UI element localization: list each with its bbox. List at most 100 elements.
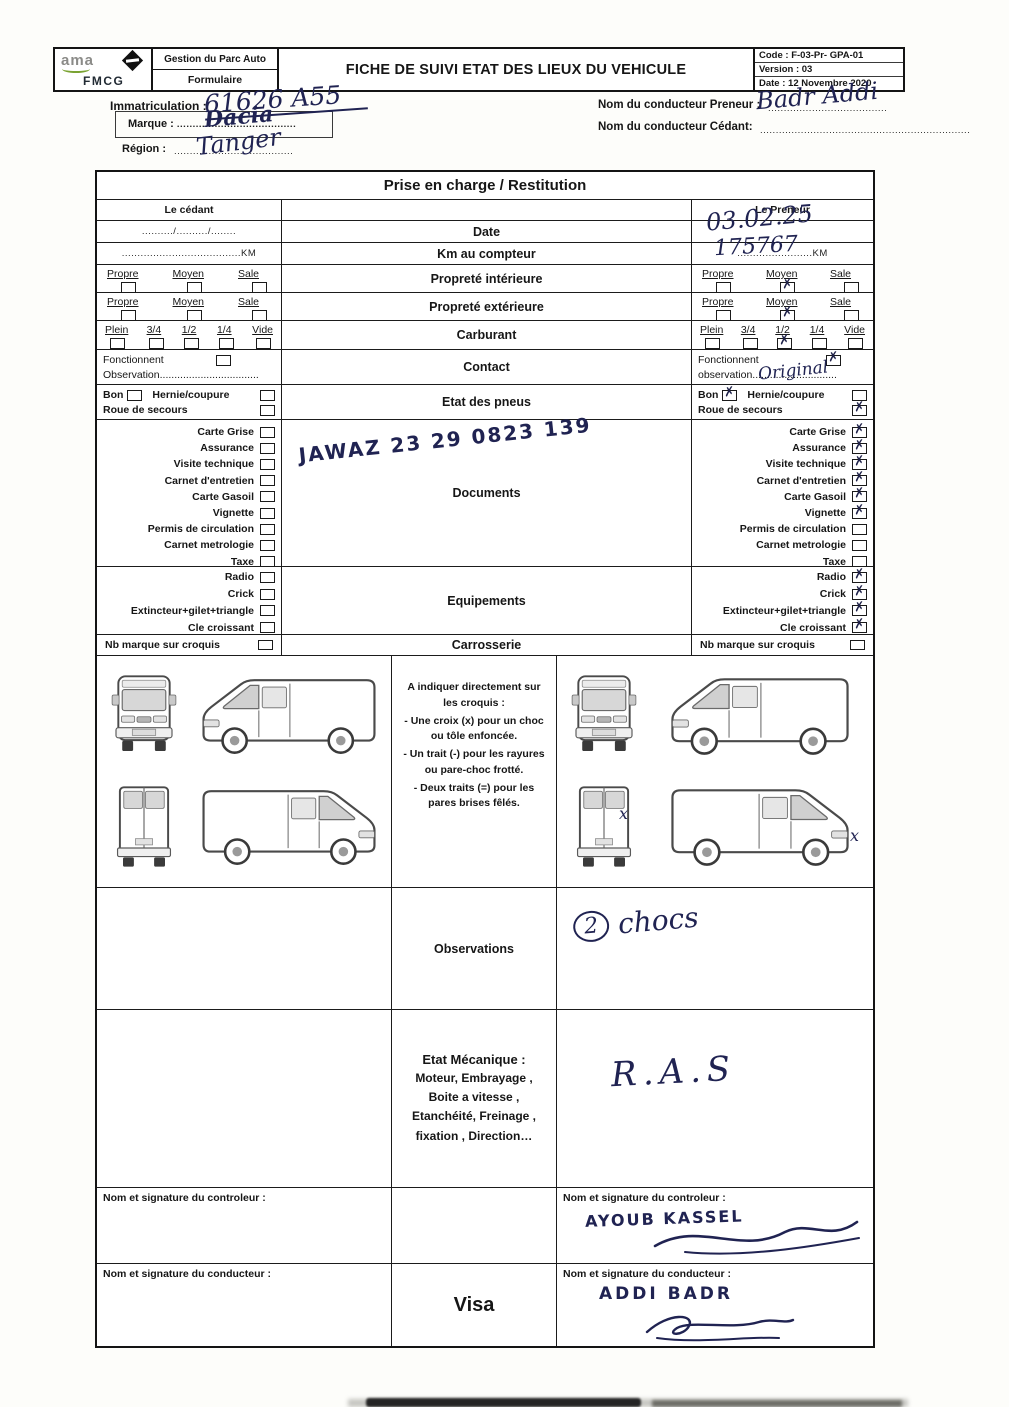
checkbox [258,640,273,650]
checkbox: ✗ [852,566,867,583]
checkbox: ✗ [852,453,867,470]
conducteur-name-handwriting: ADDI BADR [599,1284,733,1304]
pneus-label: Etat des pneus [282,385,692,419]
observations-cedant [97,888,392,1009]
check-mark: ✗ [853,501,866,519]
table-row: Observations 2 chocs [97,888,873,1010]
croquis-instruction-line: - Une croix (x) pour un choc ou tôle enf… [404,714,544,743]
equipements-label: Equipements [282,567,692,634]
document-item-label: Assurance [200,442,254,455]
date-label: Date [282,221,692,242]
mecanique-line: Boite a vitesse , [428,1090,520,1105]
croquis-instruction-line: - Un trait (-) pour les rayures ou pare-… [403,748,545,776]
checkbox [186,282,202,293]
document-item-label: Permis de circulation [147,523,254,536]
checkbox: ✗ [852,469,867,487]
equip-item: Radio [97,569,281,586]
code-box: Code : F-03-Pr- GPA-01 Version : 03 Date… [753,49,903,90]
checkbox [260,404,275,416]
van-rear-sketch [116,786,172,868]
fuel-option: 1/2 [182,324,199,349]
scan-artifact [366,1398,641,1407]
check-mark: ✗ [723,383,737,401]
prise-en-charge-table: Prise en charge / Restitution Le cédant … [95,170,875,1348]
checkbox [260,458,275,470]
document-item: Visite technique [97,456,281,472]
option-label: Moyen [766,268,798,280]
circled-number: 2 [571,909,611,944]
check-mark: ✗ [853,485,866,503]
document-item-label: Taxe [230,555,254,568]
checkbox [127,389,143,401]
equip-item: Extincteur+gilet+triangle✗ [692,600,873,620]
bon-label: Bon [698,389,719,401]
checkbox [260,588,275,600]
checkbox [110,338,126,349]
option-label: Sale [830,296,852,308]
option-label: Moyen [172,296,205,308]
checkbox [260,556,275,568]
table-row: Carte Grise Assurance Visite technique C… [97,413,873,568]
form-type-label: Formulaire [187,74,243,86]
nb-marque-cedant: Nb marque sur croquis [97,635,282,655]
fmcg-logo-icon [121,49,144,72]
km-preneur-dots: ........................KM [737,248,828,259]
document-item-label: Taxe [822,555,846,568]
checkbox: ✗ [722,384,738,401]
table-row: A indiquer directement sur les croquis :… [97,656,873,888]
table-row: Le cédant Le Preneur [97,200,873,221]
checkbox [844,310,859,321]
nb-marque-preneur: Nb marque sur croquis [692,635,873,655]
observation-dots: Observation.............................… [103,369,259,381]
checkbox: ✗ [852,583,867,600]
clean-option: Propre [702,296,734,321]
document-item: Vignette [97,505,281,521]
option-label: Plein [700,324,724,336]
option-label: 1/4 [809,324,825,336]
option-label: 3/4 [740,324,756,336]
option-label: Sale [238,268,260,280]
document-item-label: Assurance [792,442,846,455]
clean-option: Moyen✗ [766,296,798,321]
van-side-left-sketch [202,678,376,754]
mecanique-line: fixation , Direction… [415,1128,533,1143]
croquis-instruction-line: A indiquer directement sur les croquis : [407,681,541,709]
document-item-label: Carnet d'entretien [756,474,846,487]
proprete-ext-label: Propreté extérieure [282,293,692,320]
checkbox [742,338,758,349]
km-preneur-cell: ........................KM 175767 [692,232,873,264]
clean-option: Moyen✗ [766,268,798,293]
equip-item: Crick [97,586,281,603]
document-item-label: Visite technique [765,458,846,471]
option-label: 3/4 [146,324,162,336]
cedant-dots: ........................................… [760,125,971,136]
checkbox [848,338,864,349]
mecanique-preneur: R.A.S [557,1010,873,1187]
document-item: Carnet metrologie [97,537,281,553]
fuel-option: 3/4 [147,324,164,349]
check-mark: ✗ [853,398,866,416]
option-label: Sale [830,268,852,280]
clean-option: Propre [702,268,734,293]
checkbox [121,282,136,293]
marque-field: Marque : ...............................… [115,101,333,138]
clean-option: Moyen [172,296,205,321]
checkbox [183,338,199,349]
documents-cedant: Carte Grise Assurance Visite technique C… [97,420,282,568]
proprete-int-cedant: Propre Moyen Sale [97,265,282,293]
nb-marque-label: Nb marque sur croquis [700,639,815,651]
mecanique-title: Etat Mécanique : [422,1052,526,1067]
option-label: Propre [702,268,734,280]
marque-dots: ...................................... [176,119,297,130]
option-label: 1/4 [216,324,232,336]
preneur-header: Le Preneur [755,204,810,216]
document-item-label: Carte Gasoil [192,490,254,503]
document-item: Assurance✗ [692,437,873,456]
clean-option: Sale [238,296,267,321]
table-row: Propre Moyen Sale Propreté intérieure Pr… [97,265,873,293]
roue-label: Roue de secours [103,404,188,416]
checkbox [716,282,731,293]
mecanique-line: Etanchéité, Freinage , [411,1109,537,1124]
header-spacer [282,200,692,220]
